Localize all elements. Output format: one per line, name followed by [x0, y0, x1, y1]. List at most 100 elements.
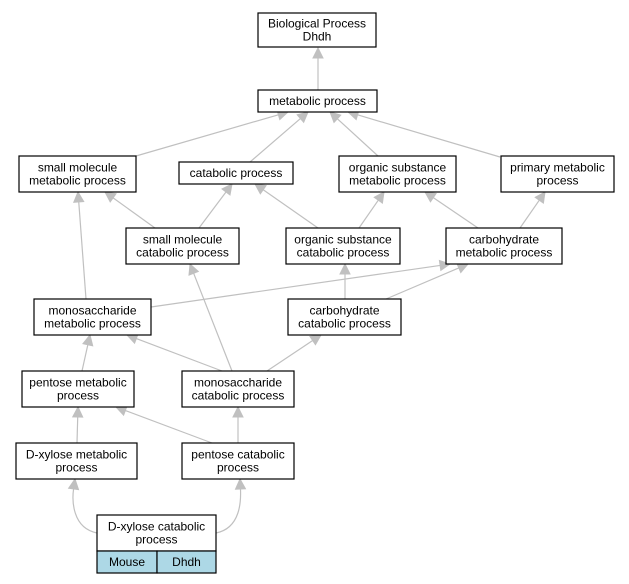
edge-arrowhead	[234, 477, 247, 490]
node-label-line: carbohydrate	[309, 304, 379, 318]
edge-small-cat-to-catabolic	[198, 183, 233, 229]
edge-arrowhead	[339, 262, 351, 275]
edge-line	[215, 488, 242, 534]
node-box	[18, 155, 137, 193]
edge-carb-met-to-primary	[519, 191, 546, 229]
edge-line	[136, 337, 223, 372]
node-box	[33, 298, 152, 336]
node-label-line: process	[536, 174, 578, 188]
node-box	[178, 161, 294, 185]
edge-xyl-met-to-pent-met	[71, 405, 84, 444]
edge-arrowhead	[221, 183, 233, 196]
edge-line	[135, 114, 279, 157]
edge-line	[432, 197, 479, 229]
edge-line	[72, 488, 98, 534]
edge-arrowhead	[373, 191, 385, 204]
node-label-line: metabolic process	[44, 317, 141, 331]
edge-org-cat-to-org-met	[358, 191, 385, 229]
edge-line	[125, 409, 213, 444]
node-label-line: Dhdh	[303, 30, 332, 44]
edge-arrowhead	[296, 111, 309, 124]
node-box	[15, 442, 138, 480]
go-term-metabolic[interactable]: metabolic process	[257, 89, 378, 113]
edge-org-cat-to-catabolic	[254, 183, 319, 229]
edge-line	[198, 191, 227, 229]
node-box	[181, 370, 295, 408]
edge-metabolic-to-root	[312, 46, 324, 90]
edge-mono-cat-to-small-cat	[188, 262, 233, 372]
annotation-cell-box	[156, 550, 217, 574]
annotation-gene: Dhdh	[172, 555, 201, 569]
node-label-line: monosaccharide	[48, 304, 136, 318]
go-term-catabolic[interactable]: catabolic process	[178, 161, 294, 185]
node-label-line: small molecule	[143, 233, 223, 247]
node-label-line: primary metabolic	[510, 161, 605, 175]
node-label-line: monosaccharide	[194, 376, 282, 390]
node-label-line: pentose catabolic	[191, 448, 284, 462]
node-label-line: metabolic process	[349, 174, 446, 188]
edge-arrowhead	[456, 262, 470, 274]
edge-carb-met-to-org-met	[424, 191, 479, 229]
node-label-line: metabolic process	[29, 174, 126, 188]
node-label-line: process	[217, 461, 259, 475]
node-label-line: organic substance	[294, 233, 392, 247]
edge-small-cat-to-small-met	[104, 191, 156, 229]
edge-pent-cat-to-mono-cat	[232, 405, 244, 443]
node-label-line: catabolic process	[298, 317, 391, 331]
node-label-line: small molecule	[38, 161, 118, 175]
edge-org-met-to-metabolic	[329, 111, 379, 157]
edge-arrowhead	[424, 191, 437, 203]
edge-line	[357, 114, 501, 158]
node-box	[445, 227, 563, 265]
edge-mono-met-to-small-met	[72, 190, 87, 300]
edge-arrowhead	[82, 333, 94, 347]
node-box	[287, 298, 402, 336]
node-label-line: process	[55, 461, 97, 475]
edge-line	[358, 199, 379, 229]
edge-arrowhead	[232, 405, 244, 418]
node-label-line: catabolic process	[136, 246, 229, 260]
node-label-line: organic substance	[349, 161, 447, 175]
edge-arrowhead	[309, 334, 322, 346]
node-box	[257, 89, 378, 113]
edge-mono-cat-to-carb-cat	[266, 334, 322, 372]
node-label-line: catabolic process	[190, 166, 283, 180]
node-label-line: metabolic process	[456, 246, 553, 260]
edge-line	[150, 264, 441, 308]
edge-mono-cat-to-mono-met	[125, 333, 223, 372]
edge-catabolic-to-metabolic	[249, 111, 309, 163]
edge-arrowhead	[188, 262, 200, 276]
node-label-line: process	[135, 533, 177, 547]
edge-pent-met-to-mono-met	[81, 333, 94, 372]
node-box	[125, 227, 240, 265]
edge-line	[193, 273, 233, 372]
edge-arrowhead	[72, 190, 85, 203]
node-box	[96, 514, 217, 552]
edge-arrowhead	[67, 477, 80, 491]
node-label-line: carbohydrate	[469, 233, 539, 247]
edge-line	[385, 267, 460, 300]
edge-arrowhead	[438, 259, 452, 272]
annotation-gene-cell[interactable]: Dhdh	[156, 550, 217, 574]
edge-line	[78, 201, 87, 300]
edge-line	[81, 344, 89, 372]
annotation-organism-cell[interactable]: Mouse	[96, 550, 158, 574]
node-box	[181, 442, 295, 480]
node-box	[257, 12, 377, 48]
node-box	[500, 155, 615, 193]
